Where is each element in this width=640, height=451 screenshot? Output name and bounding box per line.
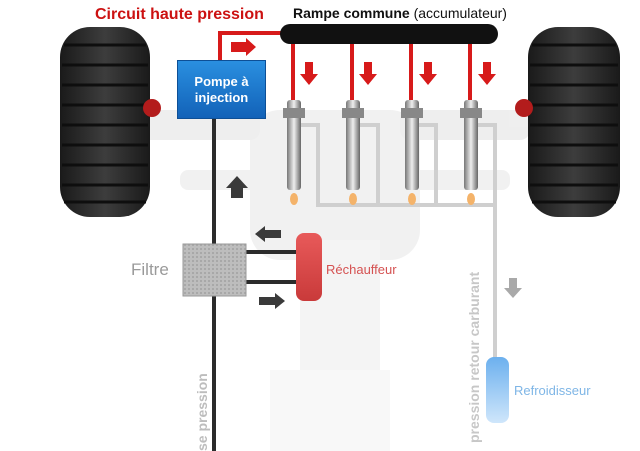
injector-3 <box>401 100 423 205</box>
high-pressure-lines <box>218 31 472 102</box>
return-arrow <box>504 278 522 298</box>
injection-pump: Pompe à injection <box>177 60 266 119</box>
common-rail <box>280 24 498 44</box>
common-rail-subtitle: (accumulateur) <box>413 5 507 21</box>
pump-label-line1: Pompe à <box>194 73 249 89</box>
heater <box>296 233 322 301</box>
filter <box>182 243 247 297</box>
left-wheel <box>60 27 161 217</box>
common-rail-label: Rampe commune (accumulateur) <box>293 5 507 21</box>
injector-1 <box>283 100 305 205</box>
heater-label: Réchauffeur <box>326 262 397 277</box>
high-pressure-arrows <box>231 38 496 85</box>
injector-2 <box>342 100 364 205</box>
cooler-label: Refroidisseur <box>514 383 591 398</box>
high-pressure-circuit-label: Circuit haute pression <box>95 6 264 23</box>
filter-label: Filtre <box>131 260 169 279</box>
return-lines <box>300 123 497 420</box>
cooler <box>486 357 509 423</box>
right-wheel <box>515 27 620 217</box>
common-rail-title: Rampe commune <box>293 5 410 21</box>
low-pressure-label: se pression <box>194 373 210 451</box>
low-pressure-arrows <box>226 176 285 309</box>
pump-label-line2: injection <box>194 89 249 105</box>
injector-4 <box>460 100 482 205</box>
return-line-label: pression retour carburant <box>466 271 482 443</box>
